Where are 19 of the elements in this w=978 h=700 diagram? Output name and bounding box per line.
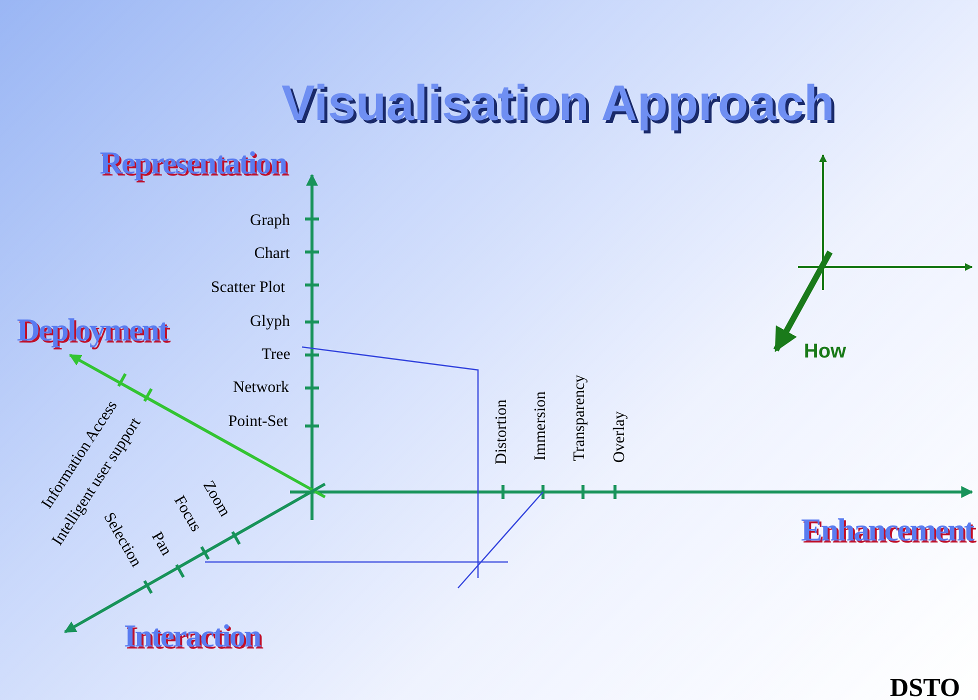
tick-label: Overlay — [611, 411, 629, 463]
organisation-name: DSTO — [890, 673, 960, 700]
tick-label: Scatter Plot — [210, 279, 286, 297]
axis-label: How — [804, 340, 846, 364]
axis-title: Enhancement — [801, 512, 973, 548]
axis-title: Interaction — [124, 618, 260, 654]
tick-label: Distortion — [493, 400, 511, 464]
tick-label: Tree — [262, 346, 290, 364]
title: Visualisation Approach — [282, 74, 834, 132]
tick-label: Chart — [254, 245, 290, 263]
tick-label: Pan — [147, 529, 175, 559]
tick-label: Transparency — [571, 374, 589, 462]
tick-label: Glyph — [250, 313, 290, 331]
tick-label: Graph — [250, 212, 290, 230]
axis-title: Representation — [100, 144, 286, 182]
tick-label: Immersion — [532, 391, 550, 461]
tick-label: Network — [233, 379, 289, 397]
tick-label: Point-Set — [228, 413, 288, 431]
axis-title: Deployment — [16, 312, 168, 348]
